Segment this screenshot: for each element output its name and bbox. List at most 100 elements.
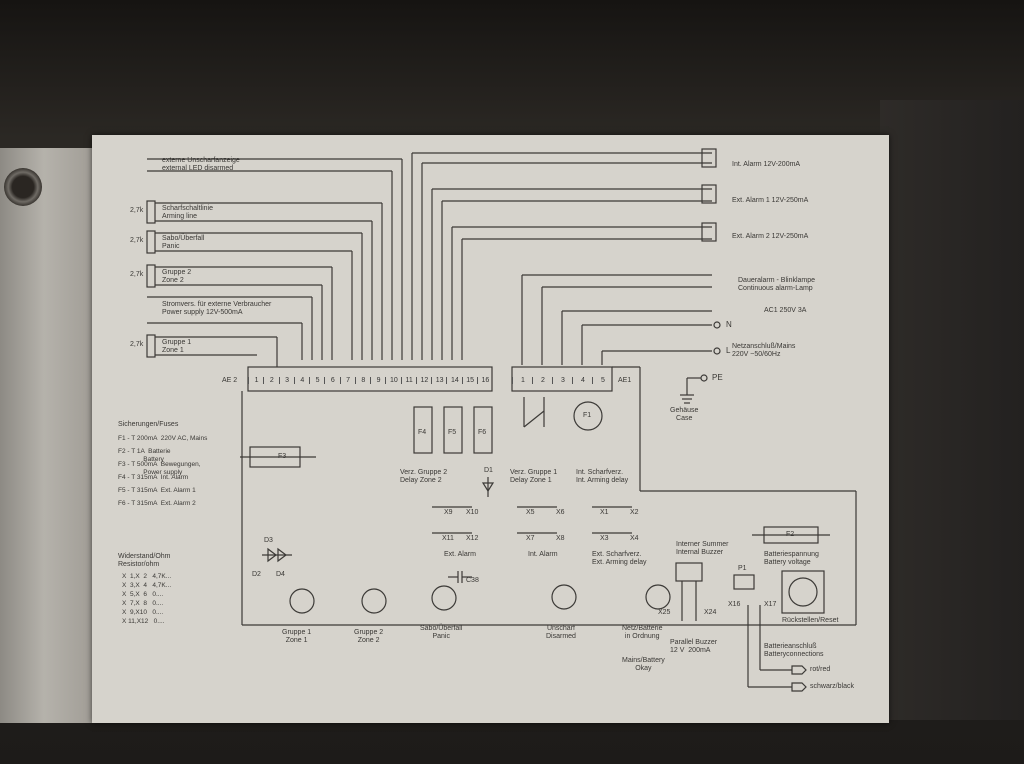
label-line: Gruppe 2	[162, 269, 192, 276]
x10-label: X10	[466, 509, 479, 516]
f3-label: F3	[278, 453, 287, 460]
label-line: Panic	[162, 243, 180, 250]
terminal-number: 3	[278, 377, 295, 384]
x2-label: X2	[630, 509, 639, 516]
label-line: Ext. Arming delay	[592, 559, 647, 566]
case-label: Gehäuse Case	[670, 407, 698, 423]
internal-buzzer-label: Interner Summer Internal Buzzer	[676, 541, 729, 557]
ext-alarm2-label: Ext. Alarm 2 12V-250mA	[732, 233, 809, 240]
n-terminal-label: N	[726, 320, 732, 329]
label-line: Netz/Batterie	[622, 625, 663, 632]
resistor-row: X 5,X 6 0....	[122, 591, 164, 598]
parallel-buzzer-label: Parallel Buzzer 12 V 200mA	[670, 639, 717, 655]
ext-alarm-jumper-label: Ext. Alarm	[444, 551, 476, 558]
terminal-number: 15	[461, 377, 478, 384]
d1-label: D1	[484, 467, 493, 474]
battery-voltage-label: Batteriespannung Battery voltage	[764, 551, 819, 567]
x11-label: X11	[442, 535, 454, 542]
c38-label: C38	[466, 577, 479, 584]
p1-label: P1	[738, 565, 747, 572]
fuse-entry: F4 - T 315mA Int. Alarm	[118, 474, 189, 481]
label-line: Daueralarm - Blinklampe	[738, 277, 816, 284]
ext-alarm1-label: Ext. Alarm 1 12V-250mA	[732, 197, 809, 204]
terminal-number: 1	[512, 377, 533, 384]
mains-ok-label: Mains/Battery Okay	[622, 657, 665, 673]
terminal-number: 8	[354, 377, 371, 384]
terminal-number: 12	[415, 377, 432, 384]
x1-label: X1	[600, 509, 609, 516]
x7-label: X7	[526, 535, 535, 542]
label-line: Okay	[635, 665, 652, 672]
resistor-label: 2,7k	[130, 207, 144, 214]
resistor-table-title: Widerstand/Ohm Resistor/ohm	[118, 553, 171, 569]
dark-housing-panel	[880, 100, 1024, 720]
fuse-entry: F6 - T 315mA Ext. Alarm 2	[118, 500, 196, 507]
resistor-row: X 11,X12 0....	[122, 618, 165, 625]
label-line: externe Unscharfanzeige	[162, 157, 240, 164]
terminal-number: 2	[532, 377, 553, 384]
resistor-row: X 1,X 2 4,7K...	[122, 573, 172, 580]
label-line: Batterieanschluß	[764, 643, 817, 650]
label-line: Mains/Battery	[622, 657, 665, 664]
label-line: Sabo/Überfall	[162, 235, 205, 242]
terminal-number: 11	[400, 377, 417, 384]
left-output-1-label: externe Unscharfanzeige external LED dis…	[162, 157, 240, 173]
label-line: Unscharf	[546, 625, 575, 632]
label-line: Zone 1	[285, 637, 308, 644]
delay-zone2-label: Verz. Gruppe 2 Delay Zone 2	[400, 469, 447, 485]
ac1-label: AC1 250V 3A	[764, 307, 807, 314]
label-line: Int. Arming delay	[576, 477, 629, 484]
label-line: Widerstand/Ohm	[118, 553, 171, 560]
terminal-number: 4	[293, 377, 310, 384]
label-line: Interner Summer	[676, 541, 729, 548]
label-line: Gruppe 1	[162, 339, 192, 346]
label-line: Gruppe 1	[282, 629, 312, 636]
terminal-number: 7	[339, 377, 356, 384]
label-line: Zone 2	[162, 277, 184, 284]
label-line: Verz. Gruppe 2	[400, 469, 448, 476]
int-alarm-label: Int. Alarm 12V-200mA	[732, 161, 801, 168]
terminal-number: 10	[385, 377, 401, 384]
label-line: Delay Zone 1	[510, 477, 552, 484]
resistor-label: 2,7k	[130, 237, 144, 244]
f1-label: F1	[583, 412, 592, 419]
led-zone1-label: Gruppe 1 Zone 1	[282, 629, 311, 645]
left-output-5-label: Stromvers. für externe Verbraucher Power…	[162, 301, 271, 317]
reset-label: Rückstellen/Reset	[782, 617, 839, 624]
label-line: 12 V 200mA	[670, 647, 711, 654]
resistor-row: X 3,X 4 4,7K...	[122, 582, 172, 589]
label-line: Panic	[432, 633, 450, 640]
label-line: Arming line	[162, 213, 198, 220]
mains-label: Netzanschluß/Mains 220V ~50/60Hz	[732, 343, 795, 359]
label-line: Internal Buzzer	[676, 549, 724, 556]
terminal-number: 13	[431, 377, 447, 384]
label-line: Resistor/ohm	[118, 561, 160, 568]
label-line: Ext. Scharfverz.	[592, 551, 642, 558]
left-output-6-label: Gruppe 1 Zone 1	[162, 339, 191, 355]
left-output-4-label: Gruppe 2 Zone 2	[162, 269, 191, 285]
left-output-3-label: Sabo/Überfall Panic	[162, 235, 204, 251]
fuse-entry: F5 - T 315mA Ext. Alarm 1	[118, 487, 196, 494]
battery-connections-label: Batterieanschluß Batteryconnections	[764, 643, 824, 659]
ae1-label: AE1	[618, 377, 632, 384]
ext-arm-delay-label: Ext. Scharfverz. Ext. Arming delay	[592, 551, 646, 567]
label-line: Zone 2	[357, 637, 380, 644]
label-line: Sabo/Überfall	[420, 625, 463, 632]
d4-label: D4	[276, 571, 285, 578]
resistor-row: X 7,X 8 0....	[122, 600, 164, 607]
x3-label: X3	[600, 535, 609, 542]
led-panic-label: Sabo/Überfall Panic	[420, 625, 462, 641]
x16-label: X16	[728, 601, 741, 608]
terminal-number: 5	[309, 377, 325, 384]
continuous-alarm-label: Daueralarm - Blinklampe Continuous alarm…	[738, 277, 815, 293]
terminal-number: 9	[370, 377, 386, 384]
f5-label: F5	[448, 429, 457, 436]
x6-label: X6	[556, 509, 565, 516]
led-disarmed-label: Unscharf Disarmed	[546, 625, 576, 641]
label-line: Continuous alarm-Lamp	[738, 285, 813, 292]
terminal-number: 5	[592, 377, 613, 384]
x12-label: X12	[466, 535, 479, 542]
label-line: Zone 1	[162, 347, 184, 354]
f2-label: F2	[786, 531, 795, 538]
resistor-label: 2,7k	[130, 271, 144, 278]
